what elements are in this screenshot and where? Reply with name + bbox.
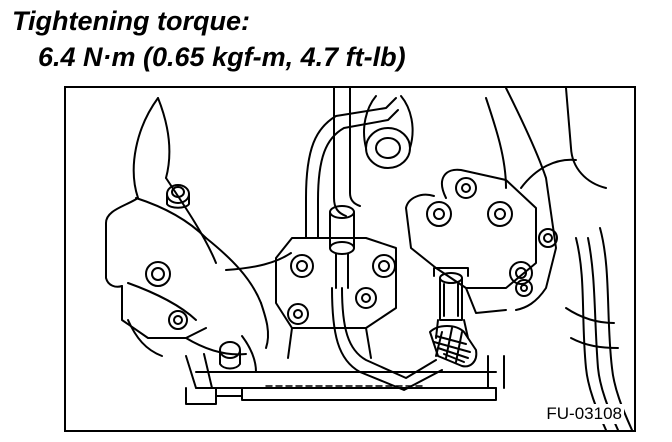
filler-cap — [363, 95, 414, 169]
bolt-icon — [509, 261, 533, 285]
bolt-icon — [426, 201, 452, 227]
upper-hose — [329, 88, 361, 289]
intake-manifold-right — [405, 88, 607, 314]
bolt-icon — [145, 261, 171, 287]
hatched-hose — [429, 325, 478, 368]
bolt-icon — [487, 201, 513, 227]
cylinder-head-block — [275, 237, 397, 359]
engine-line-drawing — [105, 88, 633, 430]
fuel-rail — [185, 353, 505, 405]
engine-illustration-frame: FU-03108 — [64, 86, 636, 432]
bolt-icon — [455, 177, 477, 199]
vacuum-hose — [331, 287, 443, 391]
bolt-icon — [372, 254, 396, 278]
bolt-icon — [290, 254, 314, 278]
bolt-icon — [538, 228, 558, 248]
bolt-icon — [166, 184, 190, 209]
bolt-icon — [355, 287, 377, 309]
bolt-icon — [219, 341, 241, 370]
torque-value: 6.4 N·m (0.65 kgf-m, 4.7 ft-lb) — [38, 42, 406, 72]
bolt-icon — [287, 303, 309, 325]
figure-reference-code: FU-03108 — [544, 404, 624, 424]
torque-heading: Tightening torque: — [12, 6, 250, 36]
wire-harness — [565, 227, 633, 430]
bolt-icon — [168, 310, 188, 330]
intake-manifold-left — [105, 97, 292, 356]
lower-bracket — [127, 319, 257, 373]
bolt-icon — [515, 279, 533, 297]
pressure-regulator — [433, 267, 469, 339]
